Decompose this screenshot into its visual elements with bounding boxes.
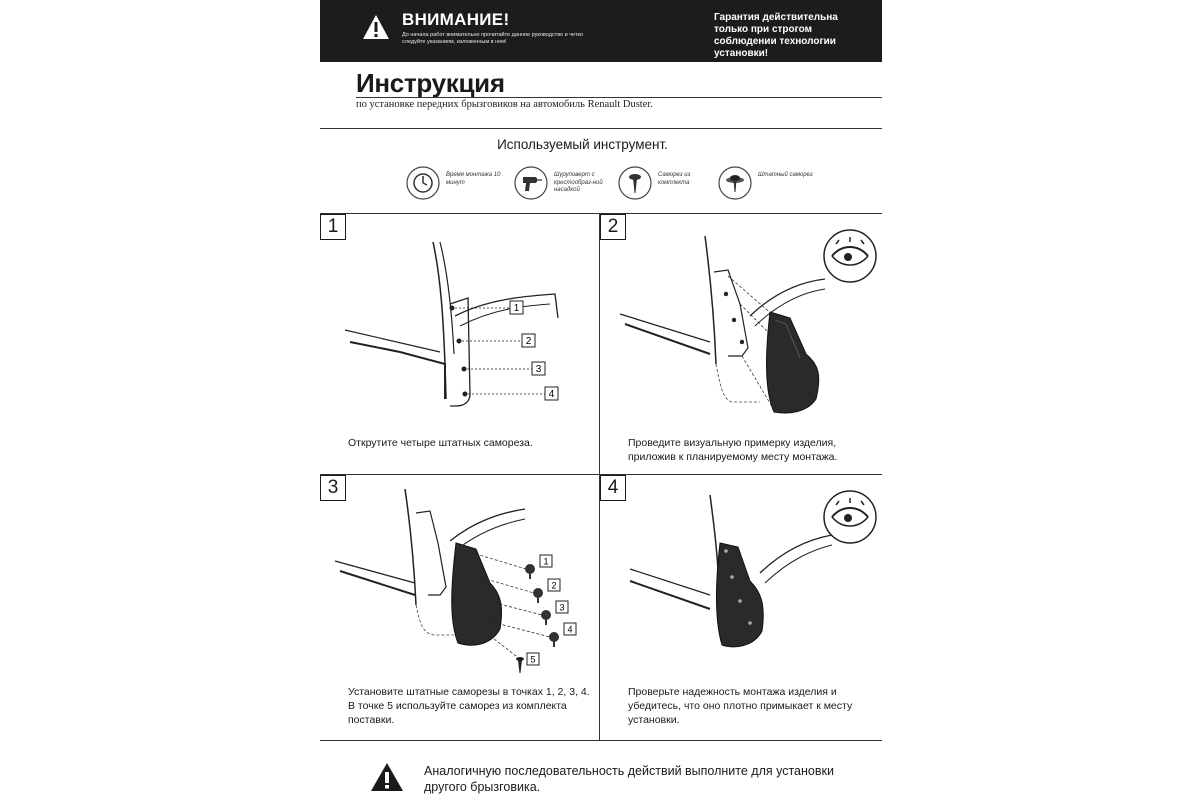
standard-screw-icon [718,166,752,200]
callout-label: 4 [549,389,555,400]
callout-label: 4 [567,625,572,635]
step-4-panel: 4 Проверьте надежность мо [600,475,880,732]
page-subtitle: по установке передних брызговиков на авт… [356,99,653,110]
screwdriver-icon [514,166,548,200]
warning-banner: ВНИМАНИЕ! До начала работ внимательно пр… [320,0,882,62]
step-1-panel: 1 1 2 3 [320,214,600,471]
tool-label: Шуруповерт с крестообраз-ной насадкой [554,172,603,193]
instruction-sheet: ВНИМАНИЕ! До начала работ внимательно пр… [320,0,882,800]
clock-icon [406,166,440,200]
step-number: 2 [600,214,626,240]
warning-icon [363,15,389,39]
step-caption: Открутите четыре штатных самореза. [348,437,533,449]
callout-label: 3 [559,603,564,613]
callout-label: 2 [526,336,532,347]
callout-label: 2 [551,581,556,591]
step-caption: Установите штатные саморезы в точках 1, … [348,686,590,726]
callout-label: 1 [514,303,520,314]
steps-grid-divider [320,474,882,475]
step-caption: Проверьте надежность монтажа изделия и у… [628,686,853,726]
section-divider [320,128,882,129]
screw-icon [516,564,559,673]
callout-label: 5 [530,655,535,665]
eye-check-icon [823,229,877,283]
step-1-illustration: 1 2 3 4 [344,241,559,407]
tools-heading: Используемый инструмент. [497,137,668,152]
steps-grid-bottom [320,740,882,741]
screw-icon [618,166,652,200]
step-4-illustration [629,490,877,648]
step-3-illustration: 1 2 3 4 5 [334,488,577,673]
footer-note: Аналогичную последовательность действий … [424,764,834,794]
step-number: 1 [320,214,346,240]
page-title: Инструкция [356,68,505,98]
eye-check-icon [823,490,877,544]
warning-title: ВНИМАНИЕ! [402,10,510,29]
step-2-panel: 2 [600,214,880,471]
tool-label: Штатный саморез [758,172,813,178]
warning-text: До начала работ внимательно прочитайте д… [402,32,584,45]
step-3-panel: 3 [320,475,600,732]
step-number: 3 [320,475,346,501]
tool-label: Время монтажа 10 минут [446,172,501,186]
step-caption: Проведите визуальную примерку изделия, п… [628,437,838,463]
callout-label: 3 [536,364,542,375]
title-divider [356,97,882,98]
step-number: 4 [600,475,626,501]
tool-label: Саморез из комплекта [658,172,691,186]
warning-icon [371,763,403,791]
steps-grid-top [320,213,882,214]
step-2-illustration [619,229,877,414]
steps-grid-divider [599,214,600,740]
guarantee-note: Гарантия действительна только при строго… [714,12,838,59]
callout-label: 1 [543,557,548,567]
